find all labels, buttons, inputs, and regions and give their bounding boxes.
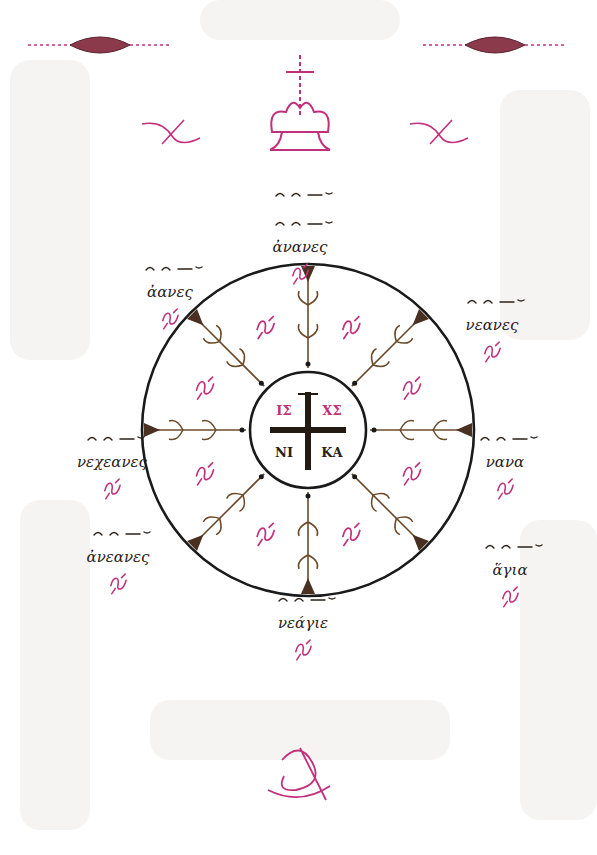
ornaments [28,37,567,800]
martyria-sign [296,640,311,660]
martyria-sign [197,463,214,485]
monogram-text: ΙΣ [276,403,291,418]
intonation-label: ἅγια [492,561,527,579]
intonation-label: νεανες [466,316,519,334]
martyria-sign [163,309,178,329]
neume-line [468,300,524,303]
monogram-text: ΚΑ [321,445,342,460]
martyria-sign [498,479,513,499]
martyria-sign [403,377,420,399]
monogram-text: ΝΙ [275,445,293,460]
martyria-sign [485,342,500,362]
label-slot: ἀνεανες [87,548,150,566]
martyria-sign [403,463,420,485]
martyria-sign [111,574,126,594]
label-slot: νεχεανες [77,453,147,471]
spokes [144,266,472,594]
node-text-slot: ΧΣ [322,401,341,419]
monogram-text: ΧΣ [322,403,341,418]
intonation-label: ἀνεανες [87,548,150,566]
cross [270,392,346,470]
circle-outline [248,370,368,490]
node-text-slot: ΝΙ [275,443,293,461]
neume-line [88,437,144,440]
neume-line [276,193,332,196]
node-text-slot: ΚΑ [321,443,342,461]
neume-line [279,598,335,601]
intonation-label: νανα [486,453,525,471]
label-slot: ἀνανες [273,238,328,256]
intonation-label: ἀανες [147,283,193,301]
martyria-sign [257,523,274,545]
neume-line [276,222,332,225]
martyria-sign [257,317,274,339]
neume-line [486,545,542,548]
intonation-label: νεχεανες [77,453,147,471]
neume-line [481,437,537,440]
martyria-sign [343,317,360,339]
label-slot: ἀανες [147,283,193,301]
martyria-sign [105,479,120,499]
label-slot: ἅγια [492,561,527,579]
paper-stains [10,0,597,830]
center-circle: ΙΣ ΧΣ ΝΙ ΚΑ [248,370,368,490]
martyria-sign [197,377,214,399]
martyria-sign [503,587,518,607]
outer-ring [142,264,474,596]
label-slot: νεανες [466,316,519,334]
neume-line [146,267,202,270]
intonation-label: ἀνανες [273,238,328,256]
neume-line [94,532,150,535]
label-slot: νεάγιε [278,614,328,632]
intonation-label: νεάγιε [278,614,328,632]
node-text-slot: ΙΣ [276,401,291,419]
label-slot: νανα [486,453,525,471]
martyria-sign [293,264,308,284]
martyria-sign [343,523,360,545]
